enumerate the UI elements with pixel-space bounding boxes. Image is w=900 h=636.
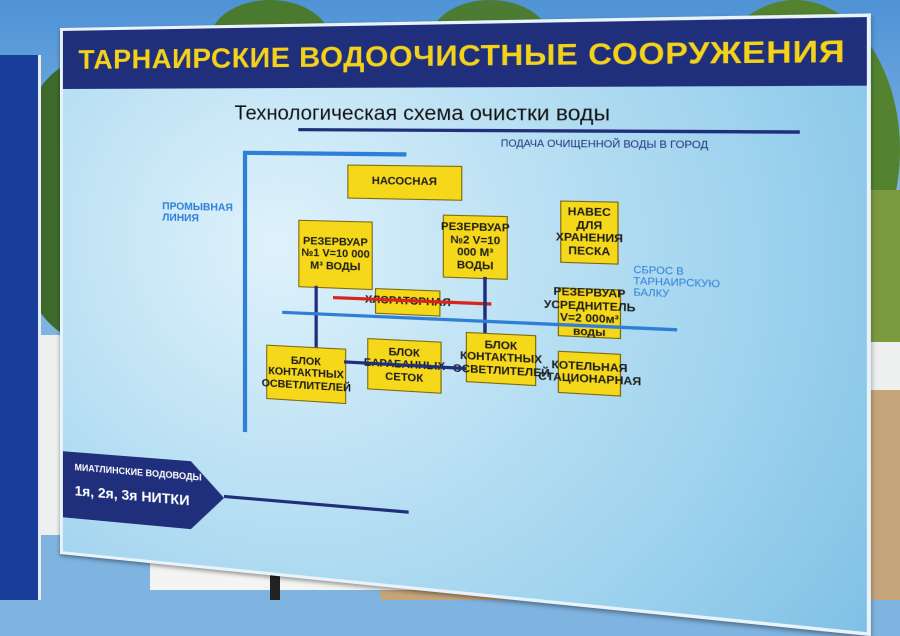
wash-line-label: ПРОМЫВНАЯ ЛИНИЯ: [162, 201, 243, 226]
board-title: ТАРНАИРСКИЕ ВОДООЧИСТНЫЕ СООРУЖЕНИЯ: [63, 17, 867, 89]
discharge-label: СБРОС В ТАРНАИРСКУЮ БАЛКУ: [633, 264, 721, 301]
scheme-subtitle: Технологическая схема очистки воды: [235, 102, 611, 127]
contact-clarifiers-right-box: БЛОК КОНТАКТНЫХ ОСВЕТЛИТЕЛЕЙ: [466, 332, 536, 386]
boiler-box: КОТЕЛЬНАЯ СТАЦИОНАРНАЯ: [558, 351, 621, 397]
supply-line: [298, 128, 800, 134]
info-board: ТАРНАИРСКИЕ ВОДООЧИСТНЫЕ СООРУЖЕНИЯ Техн…: [60, 13, 871, 636]
wash-line-top: [243, 151, 406, 157]
contact-clarifiers-left-box: БЛОК КОНТАКТНЫХ ОСВЕТЛИТЕЛЕЙ: [266, 345, 346, 404]
wash-line-vertical: [243, 151, 247, 432]
pump-station-box: НАСОСНАЯ: [347, 164, 462, 200]
equalizer-box: РЕЗЕРВУАР УСРЕДНИТЕЛЬ V=2 000м³ воды: [558, 287, 621, 339]
reservoir-2-box: РЕЗЕРВУАР №2 V=10 000 М³ ВОДЫ: [443, 215, 508, 280]
intake-main-line: [224, 495, 409, 514]
link-res1-clarifier: [315, 286, 318, 348]
supply-label: ПОДАЧА ОЧИЩЕННОЙ ВОДЫ В ГОРОД: [501, 138, 708, 151]
left-sign-post: [0, 55, 41, 600]
link-res2-clarifier: [483, 277, 486, 333]
sand-storage-box: НАВЕС ДЛЯ ХРАНЕНИЯ ПЕСКА: [560, 200, 618, 264]
reservoir-1-box: РЕЗЕРВУАР №1 V=10 000 М³ ВОДЫ: [298, 220, 372, 290]
